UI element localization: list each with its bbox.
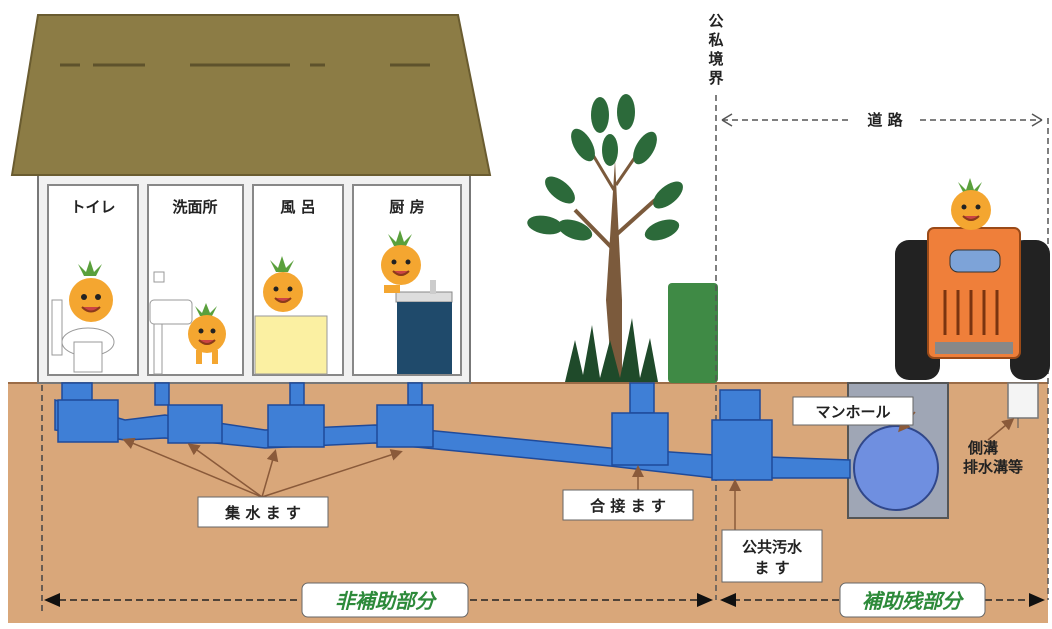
bathtub	[254, 315, 328, 375]
room-label-bath: 風 呂	[280, 198, 315, 216]
toilet-fixture	[51, 299, 115, 373]
svg-text:界: 界	[708, 69, 723, 87]
side-ditch	[1007, 382, 1039, 419]
collection-basin-4	[376, 404, 434, 448]
kitchen-sink	[395, 280, 453, 374]
subsidized-range: 補助残部分	[720, 582, 1045, 618]
collection-basin-2	[167, 404, 223, 444]
room-label-washroom: 洗面所	[172, 198, 217, 216]
mascot-bath	[263, 256, 303, 312]
collection-basin-box	[197, 496, 329, 528]
sewer-main-pipe	[853, 425, 939, 511]
junction-basin-box	[562, 489, 694, 521]
side-ditch-label-2: 排水溝等	[963, 458, 1023, 476]
junction-basin	[611, 412, 669, 466]
collection-basin-3	[267, 404, 325, 448]
tractor	[895, 178, 1050, 380]
subsidized-label: 補助残部分	[862, 589, 965, 613]
collection-basin-label: 集 水 ま す	[224, 504, 301, 522]
collection-basin-1	[57, 399, 119, 443]
public-sewage-basin-box	[721, 529, 823, 583]
side-ditch-label-1: 側溝	[967, 439, 998, 457]
tree	[527, 94, 683, 382]
house: トイレ 洗面所 風 呂 厨 房	[10, 14, 492, 384]
svg-text:境: 境	[708, 50, 723, 68]
manhole-box	[792, 396, 914, 426]
non-subsidized-range: 非補助部分	[41, 385, 713, 618]
public-sewage-basin-label-2: ま す	[754, 559, 789, 577]
manhole-label: マンホール	[815, 403, 890, 421]
house-roof	[10, 14, 492, 176]
junction-basin-label: 合 接 ま す	[589, 497, 666, 515]
drain-pipe-network	[54, 382, 851, 481]
mascot-washroom	[188, 303, 226, 364]
svg-text:私: 私	[707, 31, 723, 49]
boundary-post	[668, 283, 718, 383]
svg-text:公: 公	[708, 12, 723, 30]
public-sewage-basin	[711, 419, 773, 481]
room-label-toilet: トイレ	[70, 198, 115, 216]
washbasin-fixture	[149, 271, 193, 375]
public-sewage-basin-label-1: 公共汚水	[742, 538, 803, 556]
room-label-kitchen: 厨 房	[389, 198, 424, 216]
mascot-kitchen	[381, 230, 421, 293]
boundary-label: 公 私 境 界	[707, 12, 723, 87]
road-label: 道 路	[867, 111, 903, 129]
non-subsidized-label: 非補助部分	[335, 589, 438, 613]
mascot-toilet	[69, 260, 113, 322]
